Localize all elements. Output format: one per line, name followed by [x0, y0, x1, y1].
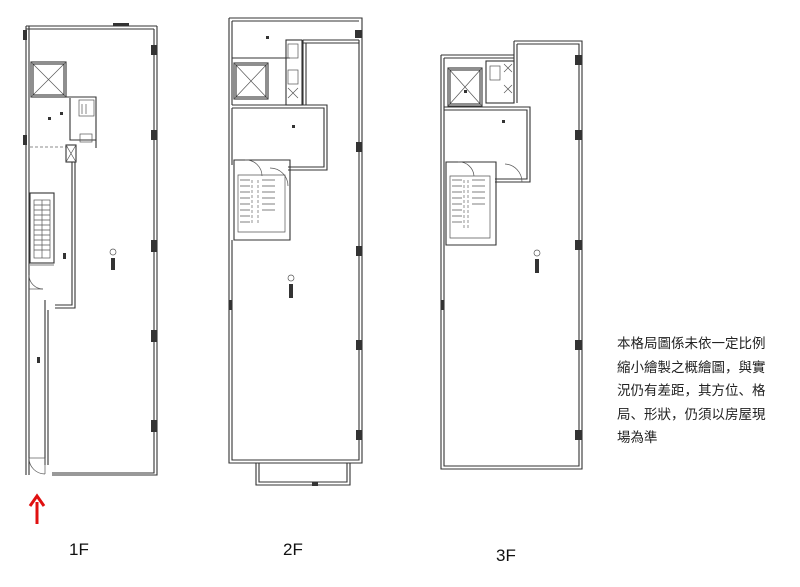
disclaimer-note: 本格局圖係未依一定比例縮小繪製之概繪圖，與實況仍有差距，其方位、格局、形狀，仍須…: [617, 336, 766, 446]
entrance-arrow-icon: [28, 493, 46, 524]
floor-label-1f: 1F: [69, 540, 89, 559]
floor-plan-1f: [23, 23, 158, 476]
floor-label-2f: 2F: [283, 540, 303, 559]
floor-label-3f: 3F: [496, 546, 516, 565]
floor-plan-3f: [440, 40, 583, 470]
floor-plan-2f: [228, 17, 363, 486]
